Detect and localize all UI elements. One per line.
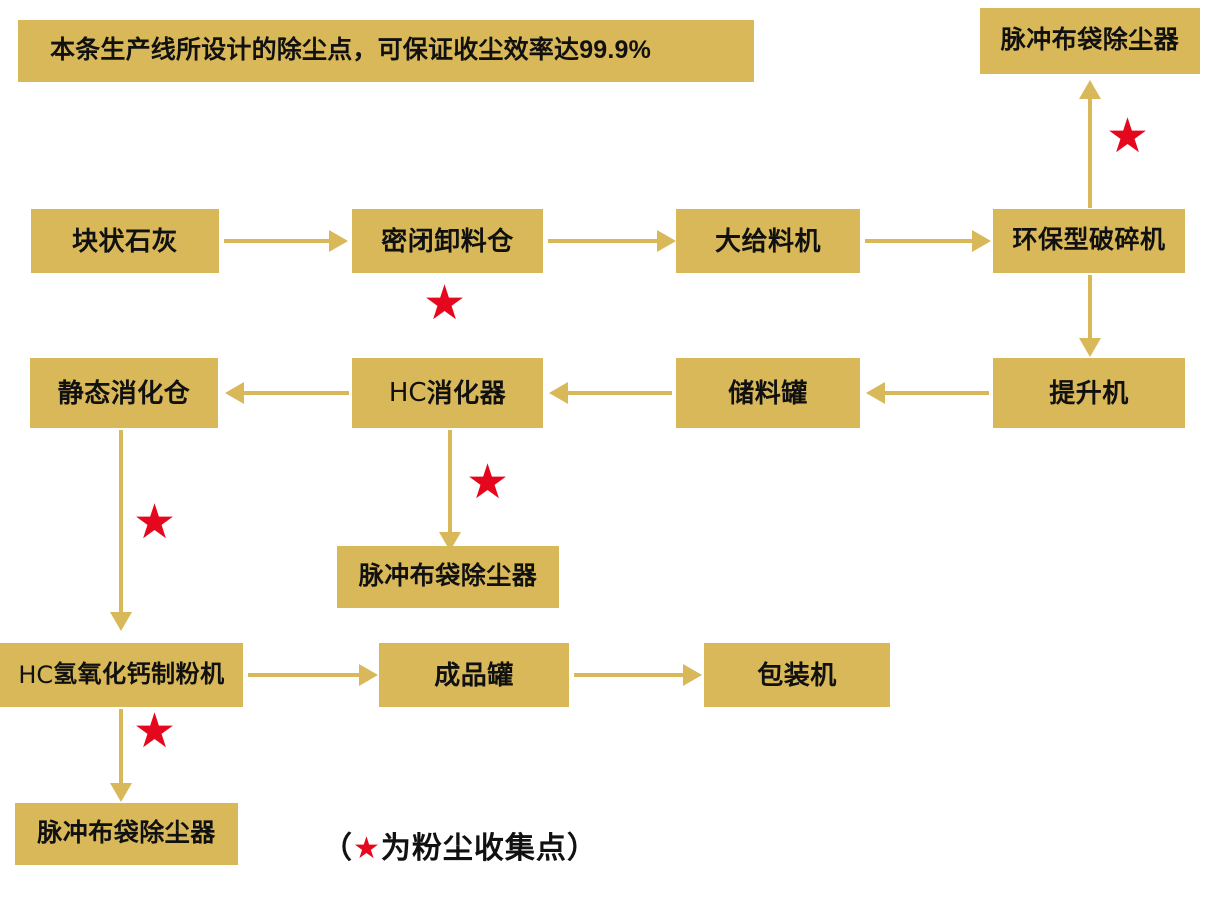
connector-mill-to-product-line [248,673,360,677]
legend-star-icon: ★ [353,831,381,866]
connector-static-to-mill-arrowhead [110,612,132,631]
node-hc-hydroxide-mill-lead: HC [18,660,54,689]
node-sealed-hopper[interactable]: 密闭卸料仓 [352,209,543,273]
connector-hopper-to-feeder-line [548,239,658,243]
connector-product-to-packing-arrowhead [683,664,702,686]
node-lump-lime[interactable]: 块状石灰 [31,209,219,273]
legend-open-paren: （ [322,832,353,865]
star-marker-crusher-collector: ★ [1106,108,1150,164]
connector-elevator-to-storage-line [884,391,989,395]
connector-static-to-mill-line [119,430,123,615]
connector-feeder-to-crusher-arrowhead [972,230,991,252]
connector-digester-to-static-line [243,391,349,395]
connector-storage-to-digester-line [567,391,672,395]
node-large-feeder[interactable]: 大给料机 [676,209,860,273]
connector-lime-to-hopper-arrowhead [329,230,348,252]
node-packing-machine[interactable]: 包装机 [704,643,890,707]
node-eco-crusher[interactable]: 环保型破碎机 [993,209,1185,273]
node-static-digester[interactable]: 静态消化仓 [30,358,218,428]
star-marker-mill-collector: ★ [133,703,177,759]
connector-hopper-to-feeder-arrowhead [657,230,676,252]
node-elevator[interactable]: 提升机 [993,358,1185,428]
star-marker-sealed-hopper: ★ [423,275,467,331]
node-dust-collector-top-right[interactable]: 脉冲布袋除尘器 [980,8,1200,74]
connector-crusher-to-top-collector-arrowhead [1079,80,1101,99]
node-hc-digester-lead: HC [388,377,427,408]
node-dust-collector-bottom[interactable]: 脉冲布袋除尘器 [15,803,238,865]
star-marker-static-to-mill: ★ [133,494,177,550]
legend-close-paren: ） [566,832,598,865]
connector-digester-to-static-arrowhead [225,382,244,404]
connector-lime-to-hopper-line [224,239,330,243]
connector-crusher-to-elevator-arrowhead [1079,338,1101,357]
node-hc-hydroxide-mill-rest: 氢氧化钙制粉机 [53,660,225,688]
connector-mill-to-product-arrowhead [359,664,378,686]
legend-dust-collection-point: （★为粉尘收集点） [322,823,598,867]
connector-mill-to-collector-line [119,709,123,786]
connector-mill-to-collector-arrowhead [110,783,132,802]
connector-elevator-to-storage-arrowhead [866,382,885,404]
connector-feeder-to-crusher-line [865,239,973,243]
node-hc-digester-rest: 消化器 [426,377,507,408]
node-product-tank[interactable]: 成品罐 [379,643,569,707]
star-marker-digester-collector: ★ [466,454,510,510]
connector-product-to-packing-line [574,673,684,677]
node-dust-collector-middle[interactable]: 脉冲布袋除尘器 [337,546,559,608]
connector-storage-to-digester-arrowhead [549,382,568,404]
node-storage-tank[interactable]: 储料罐 [676,358,860,428]
connector-digester-to-collector-line [448,430,452,535]
connector-crusher-to-top-collector-line [1088,98,1092,208]
legend-text: 为粉尘收集点 [380,832,567,865]
title-banner: 本条生产线所设计的除尘点，可保证收尘效率达99.9% [18,20,754,82]
connector-crusher-to-elevator-line [1088,275,1092,341]
